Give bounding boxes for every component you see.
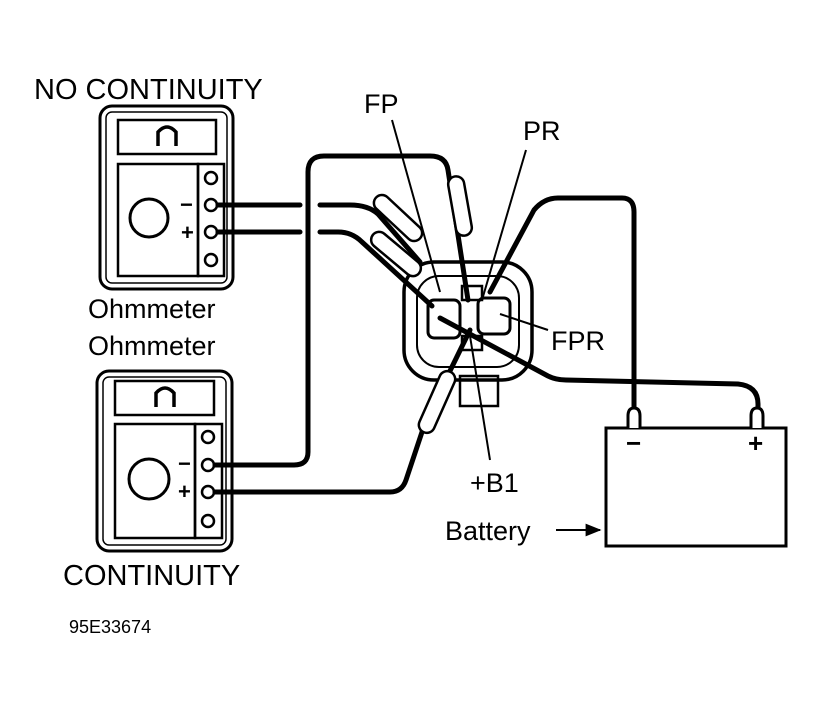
battery-plus: + xyxy=(748,428,763,458)
dial-icon xyxy=(127,457,171,501)
leader-lines xyxy=(391,119,602,537)
battery-label: Battery xyxy=(445,516,531,546)
continuity-label: CONTINUITY xyxy=(63,560,240,592)
wires xyxy=(212,153,761,495)
minus-sign: − xyxy=(180,192,193,217)
top-ohmmeter: − + xyxy=(98,104,235,291)
fpr-label: FPR xyxy=(551,326,605,356)
battery-icon: − + xyxy=(604,406,788,548)
plus-sign: + xyxy=(178,479,191,504)
ohm-symbol-icon xyxy=(154,386,176,407)
fp-label: FP xyxy=(364,89,399,119)
b1-label: +B1 xyxy=(470,468,519,498)
pr-label: PR xyxy=(523,116,561,146)
no-continuity-label: NO CONTINUITY xyxy=(34,74,263,106)
ohm-symbol-icon xyxy=(156,125,178,146)
figure-id: 95E33674 xyxy=(69,617,151,637)
minus-terminal xyxy=(203,197,219,213)
minus-terminal xyxy=(200,457,216,473)
test-probes xyxy=(369,175,474,435)
dial-icon xyxy=(128,197,170,239)
ohmmeter-bottom-label: Ohmmeter xyxy=(88,331,216,361)
plus-terminal xyxy=(200,484,216,500)
battery-minus: − xyxy=(626,428,641,458)
bottom-ohmmeter: − + xyxy=(95,369,234,553)
ohmmeter-top-label: Ohmmeter xyxy=(88,294,216,324)
plus-terminal xyxy=(203,224,219,240)
minus-sign: − xyxy=(178,451,191,476)
plus-sign: + xyxy=(181,220,194,245)
